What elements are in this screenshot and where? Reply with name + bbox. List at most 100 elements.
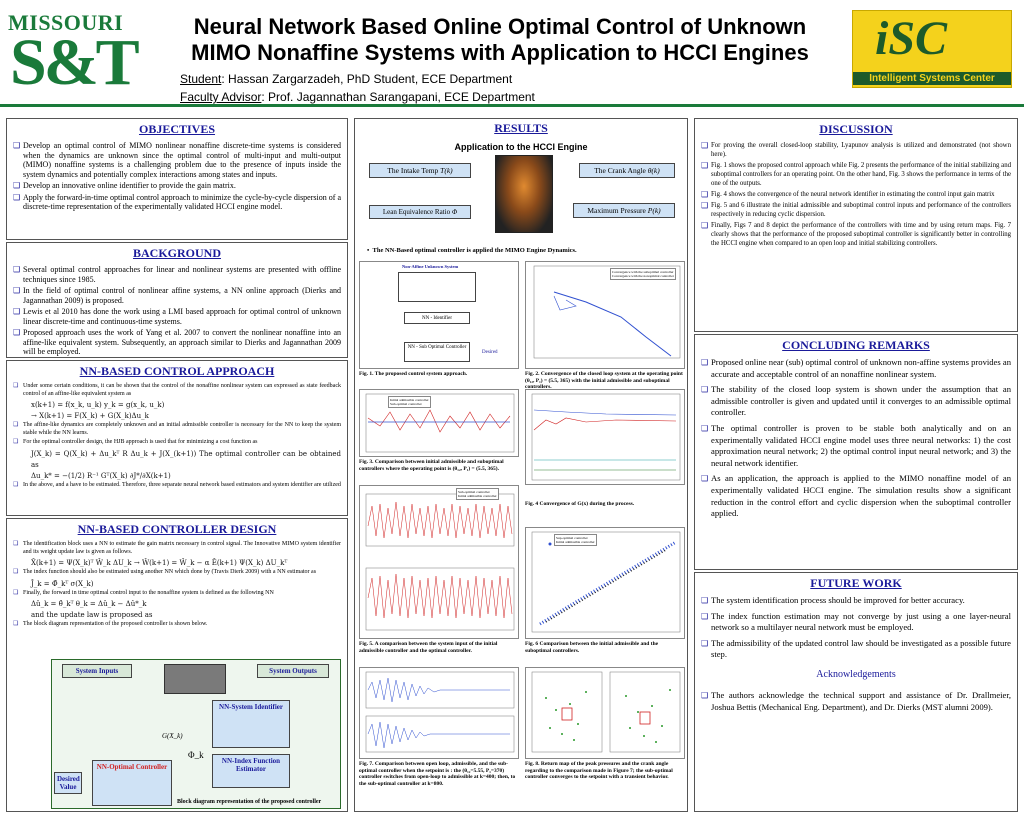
- discussion-item: Fig. 5 and 6 illustrate the initial admi…: [701, 201, 1011, 219]
- logo-word: MISSOURI: [8, 10, 124, 35]
- discussion-item: For proving the overall closed-loop stab…: [701, 141, 1011, 159]
- isc-logo: iSC Intelligent Systems Center: [852, 10, 1012, 88]
- equation-optimal: Δu_k* = −(1/2) R⁻¹ Gᵀ(X_k) ∂J*/∂X(k+1): [31, 471, 171, 480]
- lean-ratio-box: Lean Equivalence Ratio Φ: [369, 205, 471, 219]
- fig6-legend-1: Sup-optimal controller: [556, 536, 588, 540]
- equation-system: x(k+1) = f(x_k, u_k) y_k = g(x_k, u_k): [31, 401, 165, 409]
- conclusions-list: Proposed online near (sub) optimal contr…: [695, 357, 1017, 520]
- fig4-caption: Fig. 4 Convergence of G(x) during the pr…: [525, 501, 635, 507]
- equation-affine: → X(k+1) = F(X_k) + G(X_k)Δu_k: [31, 412, 149, 420]
- future-item: The index function estimation may not co…: [701, 611, 1011, 634]
- conclusion-item: The stability of the closed loop system …: [701, 384, 1011, 419]
- nn-design-item: The block diagram representation of the …: [13, 621, 341, 629]
- future-list: The system identification process should…: [695, 595, 1017, 661]
- background-title: BACKGROUND: [132, 246, 221, 260]
- nn-control-panel: NN-BASED CONTROL APPROACH Under some cer…: [6, 360, 348, 516]
- missouri-st-logo: MISSOURI S&T: [8, 10, 140, 99]
- background-item: Several optimal control approaches for l…: [13, 265, 341, 284]
- future-title: FUTURE WORK: [810, 576, 902, 590]
- student-label: Student: [180, 72, 222, 86]
- fig2-legend-1: Convergence with the suboptimal controll…: [612, 270, 674, 274]
- advisor-label: Faculty Advisor: [180, 90, 262, 104]
- fig5-caption: Fig. 5. A comparison between the system …: [359, 641, 498, 654]
- crank-angle-box: The Crank Angle θ(k): [579, 163, 675, 178]
- fig7-svg: [365, 671, 515, 753]
- nn-design-title: NN-BASED CONTROLLER DESIGN: [77, 522, 277, 536]
- fig7-caption: Fig. 7. Comparison between open loop, ad…: [359, 761, 516, 787]
- fig1-identifier: NN - Identifier: [404, 312, 470, 324]
- isc-caption: Intelligent Systems Center: [853, 72, 1011, 85]
- fig6-caption: Fig. 6 Comparison between the initial ad…: [525, 641, 659, 654]
- block-nn-identifier: NN-System Identifier: [212, 700, 290, 748]
- objective-item: Apply the forward-in-time optimal contro…: [13, 193, 341, 212]
- fig2-svg: [533, 265, 681, 359]
- fig4-svg: [531, 393, 681, 481]
- equation-cost: J(X_k) = Q(X_k) + Δu_kᵀ R Δu_k + J(X_(k+…: [31, 449, 341, 469]
- fig3-svg: [365, 393, 515, 453]
- results-title: RESULTS: [494, 121, 548, 135]
- nn-design-item: The index function should also be estima…: [13, 569, 341, 577]
- background-list: Several optimal control approaches for l…: [7, 265, 347, 357]
- fig5-chart: Sub-optimal controller Initial admissibl…: [359, 485, 519, 639]
- engine-image: [495, 155, 553, 233]
- block-system-outputs: System Outputs: [257, 664, 329, 678]
- discussion-list: For proving the overall closed-loop stab…: [695, 141, 1017, 248]
- objectives-list: Develop an optimal control of MIMO nonli…: [7, 141, 347, 212]
- advisor-value: : Prof. Jagannathan Sarangapani, ECE Dep…: [261, 90, 535, 104]
- acknowledgements-text: The authors acknowledge the technical su…: [701, 690, 1011, 713]
- future-work-panel: FUTURE WORK The system identification pr…: [694, 572, 1018, 812]
- intake-temp-box: The Intake Temp T(k): [369, 163, 471, 178]
- future-item: The admissibility of the updated control…: [701, 638, 1011, 661]
- equation-controller: Δû_k = θ̂_kᵀ θ_k = Δû_k − Δû*_k: [31, 600, 147, 608]
- objectives-panel: OBJECTIVES Develop an optimal control of…: [6, 118, 348, 240]
- nn-control-title: NN-BASED CONTROL APPROACH: [79, 364, 275, 378]
- engine-picture: [164, 664, 226, 694]
- gain-label: G(X_k): [162, 732, 183, 740]
- background-item: Proposed approach uses the work of Yang …: [13, 328, 341, 357]
- conclusion-item: Proposed online near (sub) optimal contr…: [701, 357, 1011, 380]
- fig6-chart: Sup-optimal controller Initial admissibl…: [525, 527, 685, 639]
- fig5-svg: [365, 493, 515, 631]
- nn-control-item: For the optimal controller design, the H…: [13, 439, 341, 447]
- nn-control-item: In the above, and a have to be estimated…: [13, 482, 341, 490]
- intake-temp-label: The Intake Temp: [387, 166, 439, 175]
- fig3-legend-2: Sub-optimal controller: [390, 402, 422, 406]
- fig2-legend-2: Convergence with the nonoptimal controll…: [612, 274, 674, 278]
- fig7-chart: [359, 667, 519, 759]
- discussion-panel: DISCUSSION For proving the overall close…: [694, 118, 1018, 332]
- fig3-legend: Initial admissible controller Sub-optima…: [388, 396, 431, 408]
- conclusions-title: CONCLUDING REMARKS: [782, 338, 930, 352]
- lean-ratio-label: Lean Equivalence Ratio: [382, 208, 451, 216]
- acknowledgements-title: Acknowledgements: [816, 668, 896, 680]
- nn-control-item: Under some certain conditions, it can be…: [13, 383, 341, 398]
- max-pressure-label: Maximum Pressure: [587, 206, 646, 215]
- fig1-caption: Fig. 1. The proposed control system appr…: [359, 371, 468, 377]
- block-desired: Desired Value: [54, 772, 82, 794]
- poster-title: Neural Network Based Online Optimal Cont…: [160, 14, 840, 66]
- discussion-title: DISCUSSION: [819, 122, 893, 136]
- block-system-inputs: System Inputs: [62, 664, 132, 678]
- nn-design-item: The identification block uses a NN to es…: [13, 541, 341, 556]
- results-panel: RESULTS Application to the HCCI Engine T…: [354, 118, 688, 812]
- objectives-title: OBJECTIVES: [138, 122, 216, 136]
- authors: Student: Hassan Zargarzadeh, PhD Student…: [180, 70, 660, 106]
- fig1-desired: Desired: [482, 350, 498, 355]
- discussion-item: Finally, Figs 7 and 8 depict the perform…: [701, 221, 1011, 248]
- equation-index: Ĵ_k = Φ̂_kᵀ σ(X_k): [31, 579, 94, 588]
- fig2-legend: Convergence with the suboptimal controll…: [610, 268, 676, 280]
- acknowledgements: The authors acknowledge the technical su…: [695, 690, 1017, 713]
- equation-identifier: X̂(k+1) = Ψ(X_k)ᵀ Ŵ_k ΔU_k → Ŵ(k+1) = …: [31, 559, 288, 567]
- future-item: The system identification process should…: [701, 595, 1011, 607]
- fig6-legend-2: Initial admissible controller: [556, 540, 595, 544]
- discussion-item: Fig. 4 shows the convergence of the neur…: [701, 190, 1011, 199]
- equation-update: and the update law is proposed as: [31, 611, 153, 619]
- fig6-legend: Sup-optimal controller Initial admissibl…: [554, 534, 597, 546]
- nn-control-item: The affine-like dynamics are completely …: [13, 422, 341, 437]
- conclusion-item: The optimal controller is proven to be s…: [701, 423, 1011, 469]
- fig8-chart: [525, 667, 685, 759]
- crank-angle-label: The Crank Angle: [594, 166, 646, 175]
- fig3-caption: Fig. 3. Comparison between initial admis…: [359, 459, 504, 472]
- logo-letters: S&T: [10, 26, 140, 99]
- fig1-system-box: [398, 272, 476, 302]
- fig1-block-diagram: Non-Affine Unknown System NN - Identifie…: [359, 261, 519, 369]
